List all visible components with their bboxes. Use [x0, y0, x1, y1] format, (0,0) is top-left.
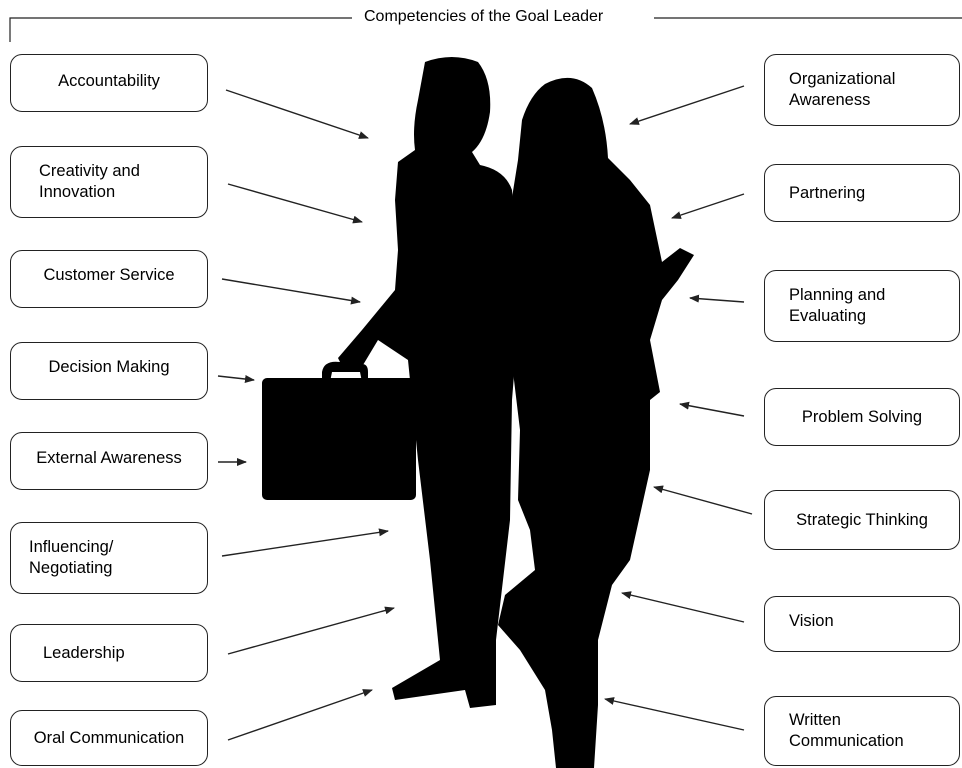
- box-label: Customer Service: [43, 266, 175, 284]
- box-label: Accountability: [58, 72, 160, 90]
- arrow-strategic-thinking: [653, 485, 753, 515]
- box-oral-communication: Oral Communication: [10, 710, 208, 766]
- box-label: Creativity and Innovation: [39, 162, 140, 201]
- box-label: Partnering: [789, 183, 866, 202]
- box-label: Influencing/ Negotiating: [29, 538, 114, 577]
- box-label: Vision: [789, 612, 834, 630]
- arrow-accountability: [225, 89, 369, 139]
- arrow-creativity: [227, 183, 363, 224]
- box-partnering: Partnering: [764, 164, 960, 222]
- arrow-problem-solving: [679, 401, 745, 417]
- box-decision-making: Decision Making: [10, 342, 208, 400]
- box-accountability: Accountability: [10, 54, 208, 112]
- briefcase: [262, 361, 416, 500]
- box-influencing-negotiating: Influencing/ Negotiating: [10, 522, 208, 594]
- box-leadership: Leadership: [10, 624, 208, 682]
- arrow-written-communication: [604, 697, 745, 731]
- box-creativity-innovation: Creativity and Innovation: [10, 146, 208, 218]
- box-strategic-thinking: Strategic Thinking: [764, 490, 960, 550]
- arrow-decision-making: [217, 375, 255, 383]
- arrow-partnering: [671, 193, 745, 219]
- arrow-oral-communication: [227, 689, 373, 741]
- title-frame-line: [9, 17, 962, 42]
- arrow-leadership: [227, 606, 395, 655]
- box-organizational-awareness: Organizational Awareness: [764, 54, 960, 126]
- box-problem-solving: Problem Solving: [764, 388, 960, 446]
- box-label: Written Communication: [789, 711, 904, 750]
- box-external-awareness: External Awareness: [10, 432, 208, 490]
- box-vision: Vision: [764, 596, 960, 652]
- box-label: External Awareness: [36, 449, 182, 467]
- arrow-organizational-awareness: [629, 85, 745, 125]
- box-planning-evaluating: Planning and Evaluating: [764, 270, 960, 342]
- box-label: Oral Communication: [33, 728, 185, 747]
- arrow-planning: [689, 294, 745, 303]
- diagram-title: Competencies of the Goal Leader: [360, 8, 608, 26]
- box-label: Planning and Evaluating: [789, 286, 886, 325]
- arrow-customer-service: [221, 278, 361, 305]
- box-customer-service: Customer Service: [10, 250, 208, 308]
- box-label: Strategic Thinking: [796, 510, 928, 529]
- box-label: Problem Solving: [801, 407, 923, 426]
- silhouette-woman: [498, 77, 694, 768]
- arrow-influencing: [221, 528, 389, 557]
- box-written-communication: Written Communication: [764, 696, 960, 766]
- box-label: Decision Making: [48, 358, 170, 376]
- right-arrows: [604, 85, 753, 731]
- box-label: Leadership: [43, 643, 125, 662]
- arrow-vision: [621, 591, 745, 623]
- silhouette-man: [338, 57, 520, 708]
- left-arrows: [217, 89, 395, 741]
- box-label: Organizational Awareness: [789, 70, 896, 109]
